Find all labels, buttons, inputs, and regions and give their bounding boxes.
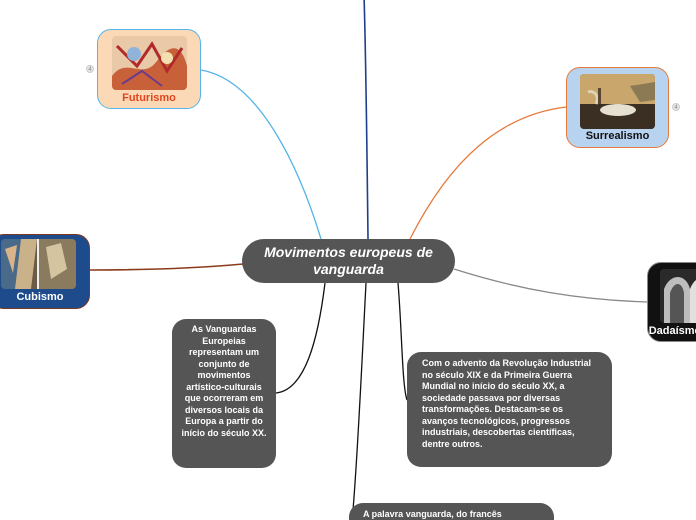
dada-label: Dadaísmo [641,325,696,337]
futurismo-label: Futurismo [98,92,200,104]
futurismo-badge-count: 4 [88,67,91,73]
link-note-context [398,283,407,400]
futurismo-painting-image [112,36,187,90]
link-cubismo [90,264,243,270]
link-note-etymology [353,283,366,510]
surrealismo-label: Surrealismo [567,130,668,142]
topic-surrealismo[interactable]: Surrealismo [566,67,669,148]
central-topic-title: Movimentos europeus de vanguarda [264,244,433,277]
central-topic[interactable]: Movimentos europeus de vanguarda [242,239,455,283]
dada-artwork-image [660,269,696,323]
topic-futurismo[interactable]: Futurismo [97,29,201,109]
cubismo-painting-image [1,239,76,289]
surrealismo-collapse-badge[interactable]: 4 [672,103,680,111]
surrealismo-painting-image [580,74,655,129]
futurismo-collapse-badge[interactable]: 4 [86,65,94,73]
link-futurismo [201,70,321,239]
note-context[interactable]: Com o advento da Revolução Industrial no… [407,352,612,467]
note-etymology[interactable]: A palavra vanguarda, do francês [349,503,554,520]
link-dada [454,269,648,302]
note-definition-text: As Vanguardas Europeias representam um c… [181,324,266,438]
topic-cubismo[interactable]: Cubismo [0,234,90,309]
cubismo-label: Cubismo [0,291,89,303]
surrealismo-badge-count: 4 [674,105,677,111]
link-surrealismo [410,107,566,239]
note-context-text: Com o advento da Revolução Industrial no… [422,358,591,449]
note-etymology-text: A palavra vanguarda, do francês [363,509,502,519]
link-note-definition [276,283,325,393]
note-definition[interactable]: As Vanguardas Europeias representam um c… [172,319,276,468]
topic-dada[interactable]: Dadaísmo [647,262,696,342]
link-top [364,0,368,239]
